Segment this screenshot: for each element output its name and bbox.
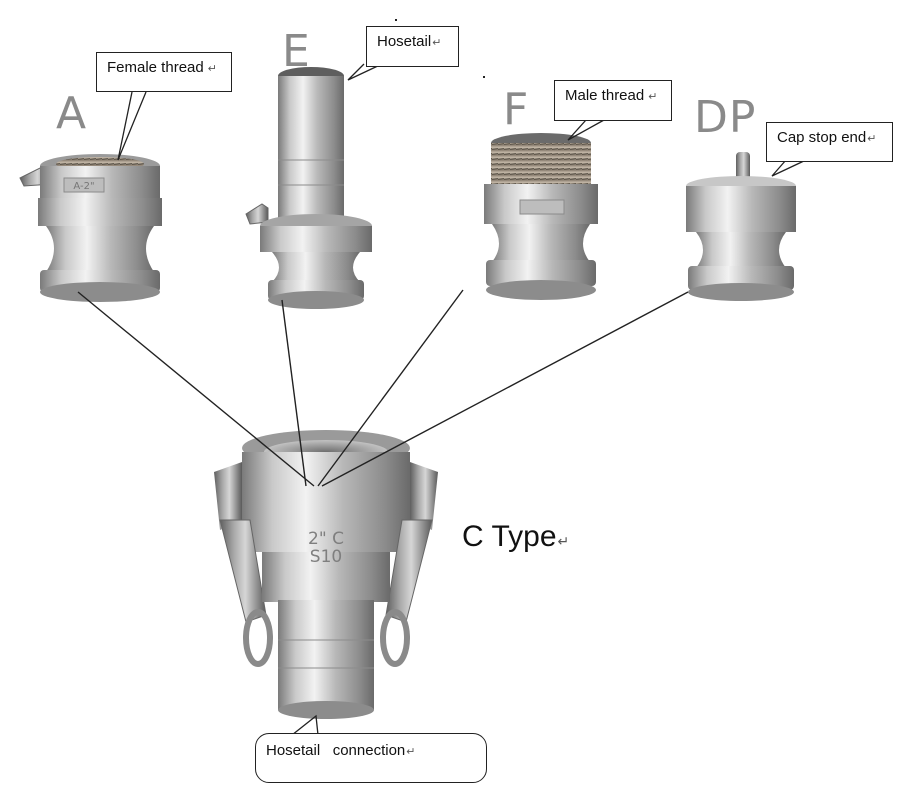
callout-hosetail-connection-text: Hosetail connection [266,742,406,759]
engraving-c-line2: S10 [310,547,342,567]
callout-male-thread-text: Male thread [565,87,645,104]
pointer-hosetail [347,63,383,81]
line-e-to-c [281,299,307,487]
label-f: F [503,84,530,135]
label-e: E [282,26,311,77]
label-a: A [56,88,88,139]
callout-female-thread-text: Female thread [107,59,204,76]
pointer-hosetail-connection [291,714,319,736]
fitting-c: 2" C S10 [214,430,438,719]
label-c-type: C Type↵ [462,520,569,554]
pointer-male-thread [567,119,605,141]
fitting-e [245,67,372,309]
label-dp: DP [694,92,757,143]
line-f-to-c [317,289,464,487]
callout-female-thread: Female thread ↵ [96,52,232,92]
line-dp-to-c [321,291,689,487]
mark-icon: ↵ [204,63,217,75]
fitting-a: A-2" [19,154,162,302]
mark-icon: ↵ [867,133,877,145]
engraving-c-line1: 2" C [308,529,344,549]
mark-icon: ↵ [557,533,570,549]
callout-cap-stop-end-text: Cap stop end [777,129,867,146]
pointer-female-thread [117,91,147,161]
speck-dot [395,19,397,21]
mark-icon: ↵ [645,91,658,103]
callout-cap-stop-end: Cap stop end↵ [766,122,893,162]
fitting-f [484,133,598,300]
speck-dot [483,76,485,78]
line-a-to-c [77,291,315,487]
pointer-cap-stop-end [771,159,807,177]
callout-hosetail-text: Hosetail [377,33,432,50]
callout-hosetail: Hosetail↵ [366,26,459,67]
engraving-a: A-2" [73,181,94,192]
mark-icon: ↵ [432,37,442,49]
callout-male-thread: Male thread ↵ [554,80,672,121]
callout-pointers [117,63,807,736]
callout-hosetail-connection: Hosetail connection↵ [255,733,487,783]
fitting-dp [686,152,796,301]
label-c-type-text: C Type [462,520,557,553]
mark-icon: ↵ [406,746,416,758]
connector-lines [77,289,689,487]
